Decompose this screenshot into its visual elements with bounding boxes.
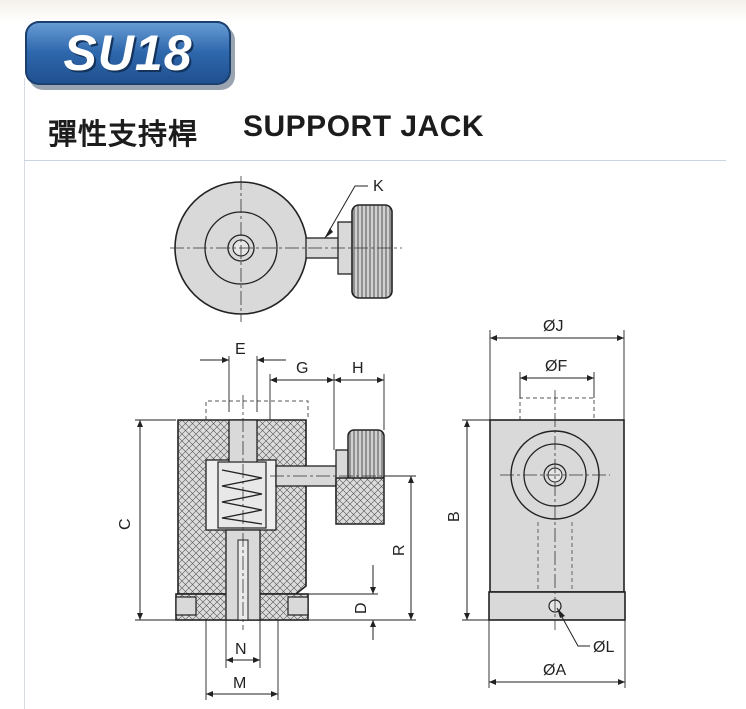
dim-label-d: D bbox=[353, 602, 370, 614]
dim-label-g: G bbox=[296, 360, 308, 377]
dim-label-r: R bbox=[391, 544, 408, 556]
dim-label-c: C bbox=[117, 518, 134, 530]
title-english: SUPPORT JACK bbox=[243, 110, 485, 143]
dim-label-b: B bbox=[446, 511, 463, 522]
model-code: SU18 bbox=[63, 25, 193, 81]
title-divider bbox=[24, 160, 726, 161]
dim-label-h: H bbox=[352, 360, 364, 377]
dim-label-a: ØA bbox=[543, 662, 566, 679]
dim-label-e: E bbox=[235, 341, 246, 358]
dim-label-k: K bbox=[373, 178, 384, 195]
dim-label-m: M bbox=[233, 675, 246, 692]
front-section-view bbox=[135, 356, 416, 700]
dim-label-n: N bbox=[235, 641, 247, 658]
dim-label-j: ØJ bbox=[543, 318, 563, 335]
dim-label-f: ØF bbox=[545, 358, 567, 375]
title-chinese: 彈性支持桿 bbox=[48, 117, 199, 151]
top-background bbox=[0, 0, 746, 22]
model-badge bbox=[25, 21, 231, 85]
top-view bbox=[170, 176, 402, 322]
side-view bbox=[462, 330, 626, 688]
left-divider bbox=[24, 78, 25, 709]
dim-label-l: ØL bbox=[593, 639, 614, 656]
